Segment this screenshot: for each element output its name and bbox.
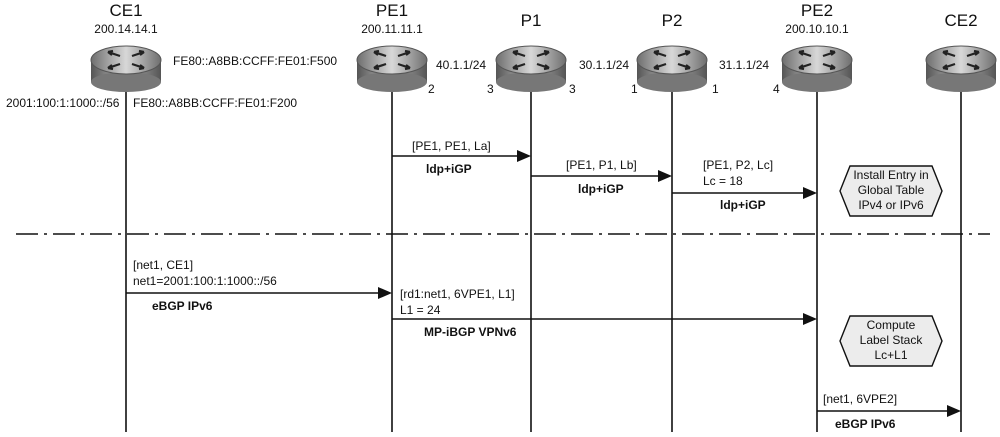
arrow-pe2-ce2 [817, 405, 961, 417]
note-install-hexagon [839, 165, 943, 217]
note-compute-line2: Label Stack [859, 333, 923, 347]
arrow-ce1-pe1 [126, 287, 392, 299]
note-compute-text: Compute Label Stack Lc+L1 [840, 318, 942, 363]
msg-pe1-pe2-label: [rd1:net1, 6VPE1, L1] [400, 287, 515, 301]
msg-ce1-pe1-label: [net1, CE1] [133, 258, 194, 272]
msg-p2-pe2-label2: Lc = 18 [703, 174, 743, 188]
router-pe1-name: PE1 [375, 1, 409, 20]
router-pe2-icon [780, 44, 854, 94]
msg-p1-p2-label: [PE1, P1, Lb] [566, 158, 637, 172]
router-ce1-icon [89, 44, 163, 94]
router-pe2-address: 200.10.10.1 [785, 22, 849, 36]
router-pe1-icon [355, 44, 429, 94]
msg-ce1-pe1-label2: net1=2001:100:1:1000::/56 [133, 274, 277, 288]
router-p1-name: P1 [520, 11, 542, 30]
arrow-pe1-p1 [392, 150, 531, 162]
msg-pe2-ce2-proto: eBGP IPv6 [835, 417, 896, 431]
note-install-line2: Global Table [857, 183, 925, 197]
msg-pe1-pe2-label2: L1 = 24 [400, 303, 441, 317]
msg-pe1-p1-proto: ldp+iGP [426, 162, 472, 176]
msg-ce1-pe1-proto: eBGP IPv6 [152, 299, 213, 313]
note-compute-line3: Lc+L1 [874, 348, 908, 362]
router-pe2-name: PE2 [800, 1, 834, 20]
note-install-line1: Install Entry in [853, 168, 929, 182]
note-compute-line1: Compute [866, 318, 916, 332]
p1-subnet: 30.1.1/24 [579, 58, 630, 72]
router-ce2-name: CE2 [944, 11, 978, 30]
arrow-p2-pe2 [672, 187, 817, 199]
router-p2-icon [635, 44, 709, 94]
router-p1-icon [494, 44, 568, 94]
arrow-pe1-pe2 [392, 313, 817, 325]
p2-subnet: 31.1.1/24 [719, 58, 770, 72]
router-ce1-name: CE1 [109, 1, 143, 20]
msg-pe2-ce2-label: [net1, 6VPE2] [823, 392, 898, 406]
p1-out-port: 3 [569, 82, 576, 96]
pe1-subnet: 40.1.1/24 [436, 58, 487, 72]
router-p2-name: P2 [661, 11, 683, 30]
msg-p2-pe2-proto: ldp+iGP [720, 198, 766, 212]
msg-p1-p2-proto: ldp+iGP [578, 182, 624, 196]
pe1-port: 2 [428, 82, 435, 96]
p2-out-port: 1 [712, 82, 719, 96]
router-ce1-address: 200.14.14.1 [94, 22, 158, 36]
router-ce2-icon [924, 44, 998, 94]
router-pe1-address: 200.11.11.1 [361, 22, 423, 36]
msg-p2-pe2-label: [PE1, P2, Lc] [703, 158, 774, 172]
ce1-link-local-top: FE80::A8BB:CCFF:FE01:F500 [173, 54, 338, 68]
note-compute-hexagon [839, 315, 943, 367]
ce1-link-local-bottom: FE80::A8BB:CCFF:FE01:F200 [133, 96, 298, 110]
p1-in-port: 3 [487, 82, 494, 96]
pe2-port: 4 [773, 82, 780, 96]
note-install-line3: IPv4 or IPv6 [858, 198, 924, 212]
msg-pe1-p1-label: [PE1, PE1, La] [412, 139, 491, 153]
p2-in-port: 1 [631, 82, 638, 96]
note-install-text: Install Entry in Global Table IPv4 or IP… [840, 168, 942, 213]
arrow-p1-p2 [531, 170, 672, 182]
msg-pe1-pe2-proto: MP-iBGP VPNv6 [424, 325, 517, 339]
ce1-prefix: 2001:100:1:1000::/56 [6, 96, 120, 110]
